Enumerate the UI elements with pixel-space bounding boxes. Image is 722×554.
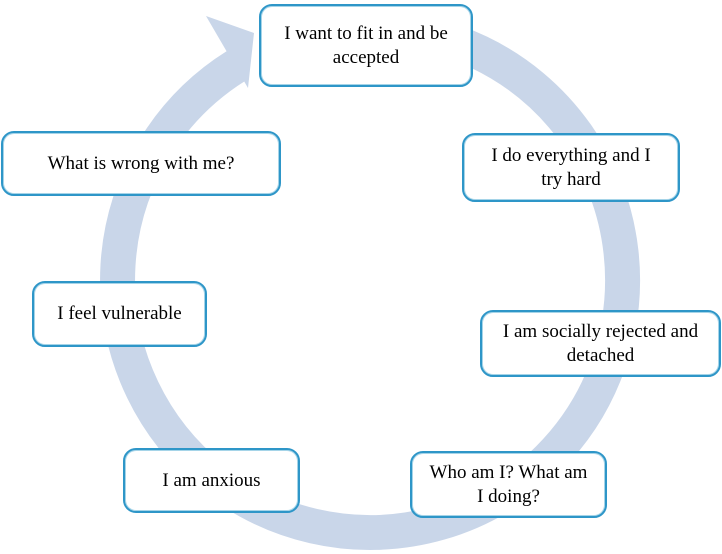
node-who-am-i: Who am I? What am I doing? bbox=[410, 451, 607, 518]
node-anxious: I am anxious bbox=[123, 448, 300, 513]
node-anxious-label: I am anxious bbox=[162, 469, 261, 491]
node-socially-rejected: I am socially rejected and detached bbox=[480, 310, 721, 377]
node-fit-in-label: I want to fit in and be accepted bbox=[284, 23, 448, 68]
node-whats-wrong-label: What is wrong with me? bbox=[47, 152, 235, 174]
node-vulnerable-label: I feel vulnerable bbox=[57, 303, 182, 325]
node-socially-rejected-label: I am socially rejected and detached bbox=[502, 321, 699, 366]
node-vulnerable: I feel vulnerable bbox=[32, 281, 207, 347]
node-fit-in: I want to fit in and be accepted bbox=[259, 4, 473, 87]
node-do-everything-label: I do everything and I try hard bbox=[491, 145, 651, 190]
cycle-arrow-head-icon bbox=[206, 16, 254, 88]
node-who-am-i-label: Who am I? What am I doing? bbox=[429, 462, 588, 507]
cycle-arrow-ring bbox=[100, 10, 641, 550]
node-whats-wrong: What is wrong with me? bbox=[1, 131, 281, 196]
node-do-everything: I do everything and I try hard bbox=[462, 133, 680, 202]
